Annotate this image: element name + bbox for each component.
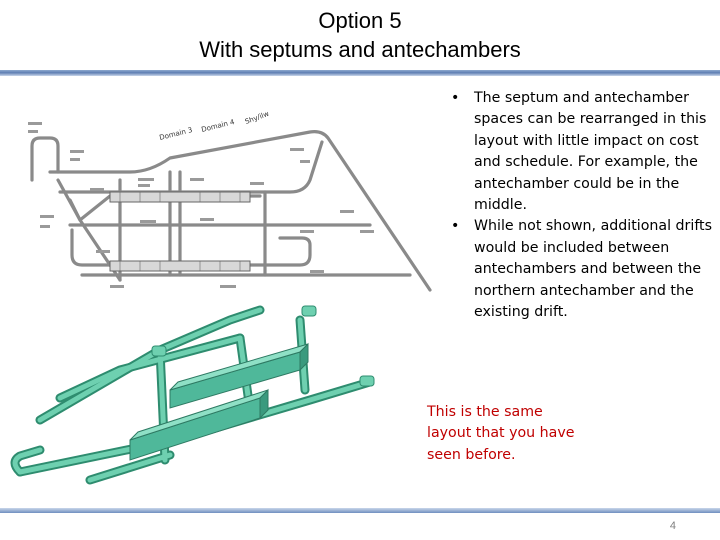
- bullet-list: The septum and antechamber spaces can be…: [448, 88, 714, 323]
- page-number: 4: [669, 520, 676, 532]
- slide-title-line1: Option 5: [318, 8, 402, 33]
- plan-label-shaft: Shy/ilw: [244, 110, 270, 126]
- plan-view-drawing: Domain 3 Domain 4 Shy/ilw: [28, 110, 432, 292]
- plan-label-domain3: Domain 3: [159, 126, 194, 142]
- bullet-item: The septum and antechamber spaces can be…: [448, 88, 714, 216]
- tunnel-3d-model: [10, 305, 375, 485]
- plan-label-domain4: Domain 4: [201, 118, 236, 134]
- slide-title: Option 5 With septums and antechambers: [0, 6, 720, 64]
- footer-divider: [0, 508, 720, 513]
- title-divider: [0, 70, 720, 76]
- bullet-item: While not shown, additional drifts would…: [448, 216, 714, 323]
- slide-title-line2: With septums and antechambers: [199, 37, 521, 62]
- red-note: This is the same layout that you have se…: [427, 404, 575, 463]
